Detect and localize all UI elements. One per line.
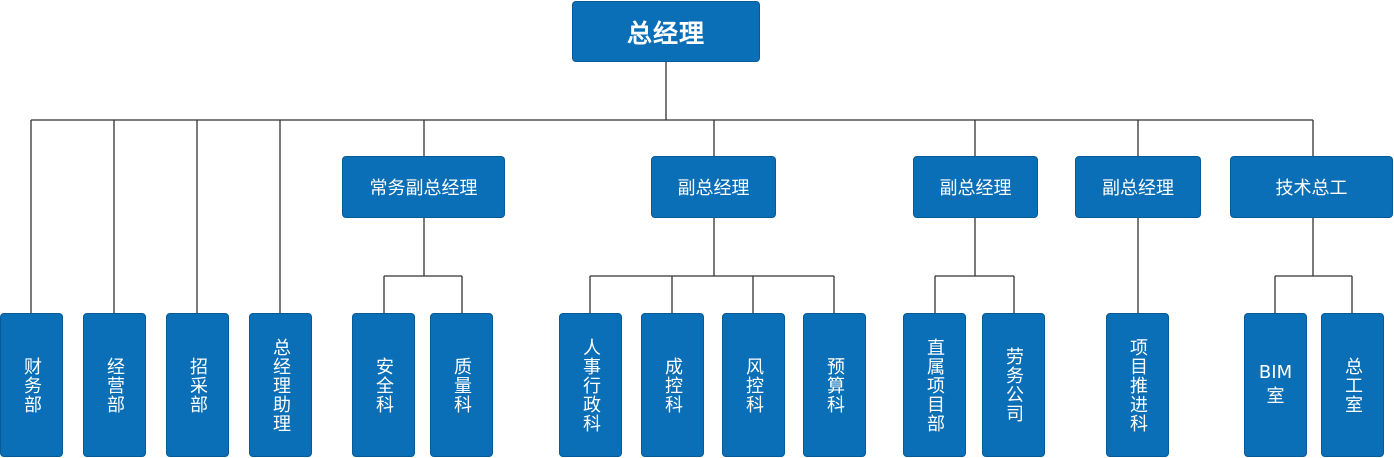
project-promotion-section-label: 项目推进科 xyxy=(1127,337,1148,433)
node-project-promotion-section: 项目推进科 xyxy=(1106,313,1169,457)
node-procurement-dept: 招采部 xyxy=(166,313,229,457)
node-deputy-gm-b: 副总经理 xyxy=(913,156,1038,218)
node-budget-section: 预算科 xyxy=(803,313,866,457)
node-labor-company: 劳务公司 xyxy=(982,313,1045,457)
node-deputy-gm-c: 副总经理 xyxy=(1075,156,1201,218)
node-quality-section: 质量科 xyxy=(430,313,493,457)
node-hr-admin-section: 人事行政科 xyxy=(559,313,622,457)
node-direct-projects-dept: 直属项目部 xyxy=(903,313,966,457)
hr-admin-section-label: 人事行政科 xyxy=(580,337,601,433)
risk-control-section-label: 风控科 xyxy=(743,356,764,414)
labor-company-label: 劳务公司 xyxy=(1003,347,1024,423)
node-chief-engineer: 技术总工 xyxy=(1230,156,1393,218)
root-node-general-manager: 总经理 xyxy=(572,1,760,62)
bim-room-label-line2: 室 xyxy=(1266,386,1285,407)
node-safety-section: 安全科 xyxy=(352,313,415,457)
finance-dept-label: 财务部 xyxy=(21,356,42,414)
gm-assistant-label: 总经理助理 xyxy=(270,337,291,433)
node-bim-room: BIM 室 xyxy=(1244,313,1307,457)
node-executive-deputy-gm: 常务副总经理 xyxy=(342,156,505,218)
cost-control-section-label: 成控科 xyxy=(662,356,683,414)
node-finance-dept: 财务部 xyxy=(0,313,63,457)
quality-section-label: 质量科 xyxy=(451,356,472,414)
safety-section-label: 安全科 xyxy=(373,356,394,414)
node-risk-control-section: 风控科 xyxy=(722,313,785,457)
direct-projects-dept-label: 直属项目部 xyxy=(924,337,945,433)
chief-engineer-office-label: 总工室 xyxy=(1342,356,1363,414)
node-business-dept: 经营部 xyxy=(83,313,146,457)
node-deputy-gm-a: 副总经理 xyxy=(651,156,776,218)
procurement-dept-label: 招采部 xyxy=(187,356,208,414)
bim-room-label-line1: BIM xyxy=(1258,362,1293,383)
node-gm-assistant: 总经理助理 xyxy=(249,313,312,457)
business-dept-label: 经营部 xyxy=(104,356,125,414)
node-cost-control-section: 成控科 xyxy=(641,313,704,457)
node-chief-engineer-office: 总工室 xyxy=(1321,313,1384,457)
budget-section-label: 预算科 xyxy=(824,356,845,414)
